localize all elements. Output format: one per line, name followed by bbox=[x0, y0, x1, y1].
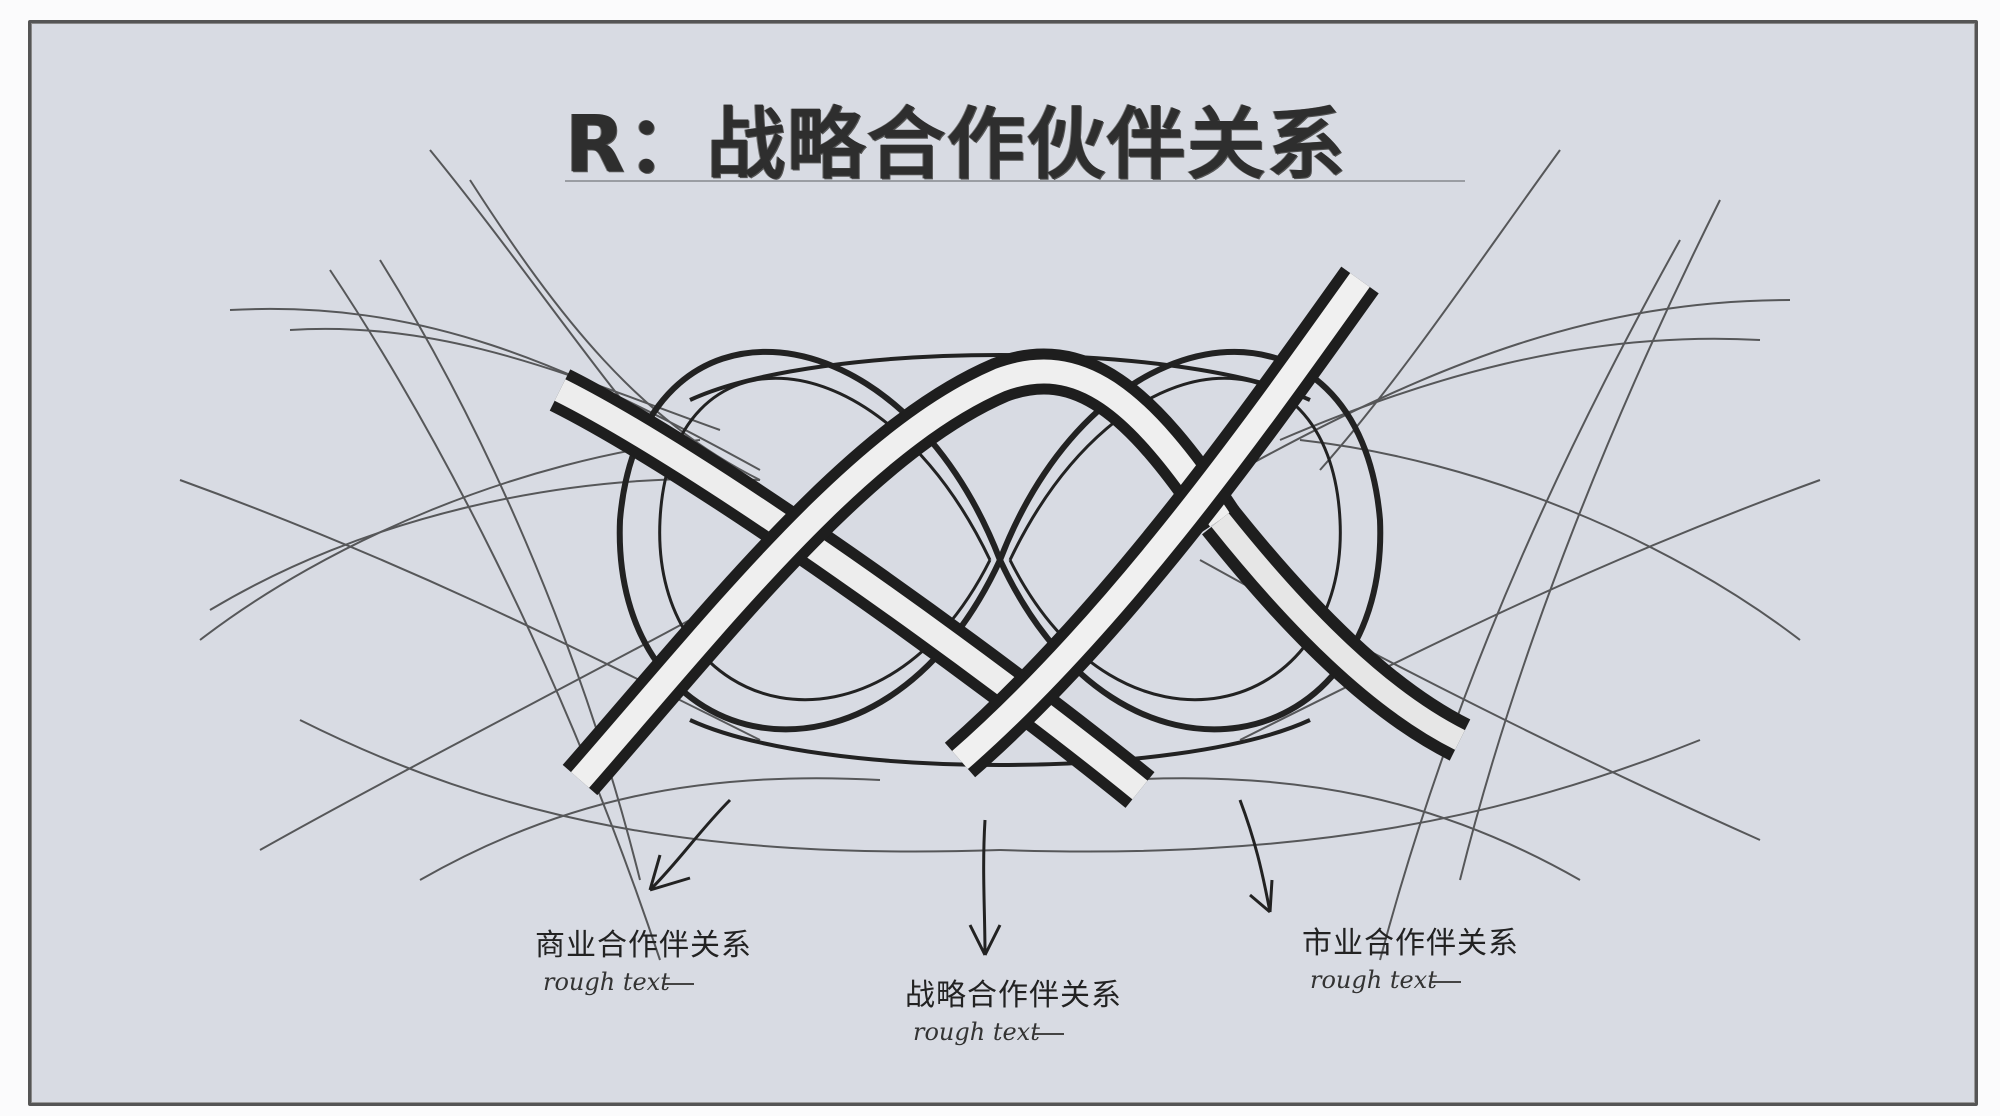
arrow-left-icon bbox=[648, 798, 732, 892]
label-business-partnership: 商业合作伴关系 rough text bbox=[535, 920, 752, 996]
main-tubes bbox=[549, 266, 1471, 808]
arrows bbox=[648, 798, 1274, 956]
label-en: rough text bbox=[913, 1018, 1122, 1046]
arrow-right-icon bbox=[1238, 799, 1272, 913]
label-market-partnership: 市业合作伴关系 rough text bbox=[1302, 918, 1519, 994]
page-title: R：战略合作伙伴关系 bbox=[565, 100, 1348, 190]
label-cn: 商业合作伴关系 bbox=[535, 928, 752, 963]
title-underline bbox=[565, 180, 1465, 182]
label-en: rough text bbox=[1310, 966, 1519, 994]
arrow-center-icon bbox=[982, 819, 987, 956]
label-strategic-partnership: 战略合作伴关系 rough text bbox=[905, 970, 1122, 1046]
label-en: rough text bbox=[543, 968, 752, 996]
loops bbox=[616, 348, 1384, 767]
label-cn: 战略合作伴关系 bbox=[905, 978, 1122, 1013]
label-cn: 市业合作伴关系 bbox=[1302, 926, 1519, 961]
